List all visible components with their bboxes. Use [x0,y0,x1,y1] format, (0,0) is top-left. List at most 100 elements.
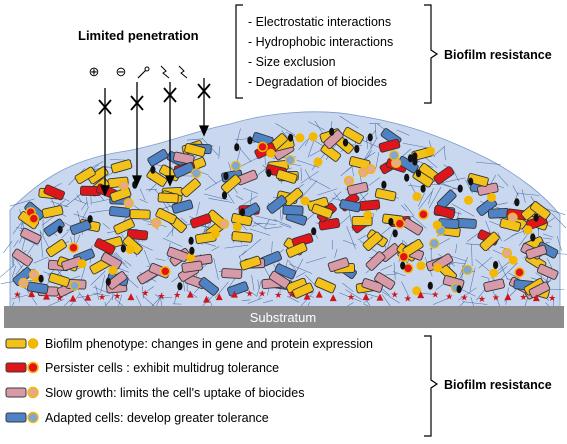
matrix-fiber [503,232,518,242]
cell [171,199,194,214]
matrix-fiber [433,145,446,157]
molecule-dot [412,157,418,166]
matrix-fiber [455,244,457,254]
matrix-fiber [139,199,149,204]
molecule-dot [105,277,111,286]
matrix-fiber [246,289,257,296]
matrix-fiber [393,262,396,280]
matrix-fiber [124,260,132,267]
matrix-fiber [275,123,296,136]
matrix-fiber [256,280,262,297]
matrix-fiber [286,295,300,303]
cell-dot [343,175,354,186]
cell [113,218,135,235]
matrix-fiber [497,266,508,274]
cell [483,278,505,292]
cell [100,252,122,270]
penetration-arrows [99,78,210,197]
matrix-fiber [458,287,477,301]
matrix-fiber [279,223,292,229]
cell [275,169,298,184]
star-icon: ★ [98,293,106,303]
cell [48,272,70,288]
matrix-fiber [239,148,252,163]
cell [282,204,304,216]
block-x-icon [163,87,177,103]
star-icon: ▲ [504,292,511,302]
cell-dot [160,266,171,277]
matrix-fiber [350,144,363,146]
cell [126,229,149,241]
matrix-fiber [546,208,566,215]
matrix-fiber [451,203,475,217]
matrix-fiber [89,209,113,214]
star-icon: ★ [13,291,21,301]
matrix-fiber [242,238,262,256]
matrix-fiber [155,258,166,261]
cell-dot [284,155,296,166]
matrix-fiber [459,256,468,276]
matrix-fiber [411,215,427,229]
matrix-fiber [214,281,229,298]
matrix-fiber [401,204,408,212]
cell-dot [464,195,473,205]
matrix-fiber [148,183,157,192]
cell-dot [108,265,118,275]
star-icon: ★ [492,294,500,304]
matrix-fiber [304,169,312,181]
cell-dot [28,269,40,280]
matrix-fiber [146,189,158,191]
matrix-fiber [95,285,100,300]
matrix-fiber [363,292,382,299]
molecule-dot [457,184,463,193]
matrix-fiber [551,213,567,229]
mechanism-item: - Degradation of biocides [248,75,387,89]
mechanism-item: - Size exclusion [248,55,336,69]
matrix-fiber [309,149,322,157]
matrix-fiber [535,272,549,283]
matrix-fiber [186,289,198,298]
star-icon: ▲ [28,289,35,299]
star-icon: ▲ [216,292,223,302]
cell-dot [191,168,202,179]
matrix-fiber [173,288,180,304]
matrix-fiber [357,235,367,241]
cell [365,251,386,271]
matrix-fiber [513,191,519,205]
matrix-fiber [334,248,338,258]
cell [43,218,65,237]
star-icon: ▲ [203,295,210,305]
matrix-fiber [547,258,553,270]
star-icon: ★ [141,289,149,299]
cell-dot [433,263,443,273]
star-icon: ▲ [417,290,424,300]
star-icon: ★ [478,295,486,305]
matrix-fiber [11,265,17,278]
cell [20,227,42,245]
cell [220,174,242,194]
matrix-fiber [417,192,425,207]
matrix-fiber [374,123,377,139]
matrix-fiber [9,198,35,207]
top-biofilm-resistance-label: Biofilm resistance [444,48,552,62]
cell [311,203,334,219]
cell [45,239,67,258]
matrix-fiber [81,201,88,211]
molecule-dot [354,145,360,153]
cell [106,271,128,290]
cell [487,207,510,219]
molecule-dot [493,261,499,269]
molecule-dot [367,133,373,142]
molecule-dot [342,138,349,147]
cell [361,278,384,293]
cell-dot [257,141,268,153]
legend-label: Persister cells : exhibit multidrug tole… [45,361,279,375]
matrix-fiber [461,264,464,283]
mechanism-item: - Electrostatic interactions [248,15,391,29]
molecule-dot [381,180,387,189]
limited-penetration-label: Limited penetration [78,28,199,43]
star-icon: ★ [287,291,295,301]
matrix-fiber [102,222,110,230]
matrix-fiber [517,193,540,196]
matrix-fiber [428,186,442,209]
